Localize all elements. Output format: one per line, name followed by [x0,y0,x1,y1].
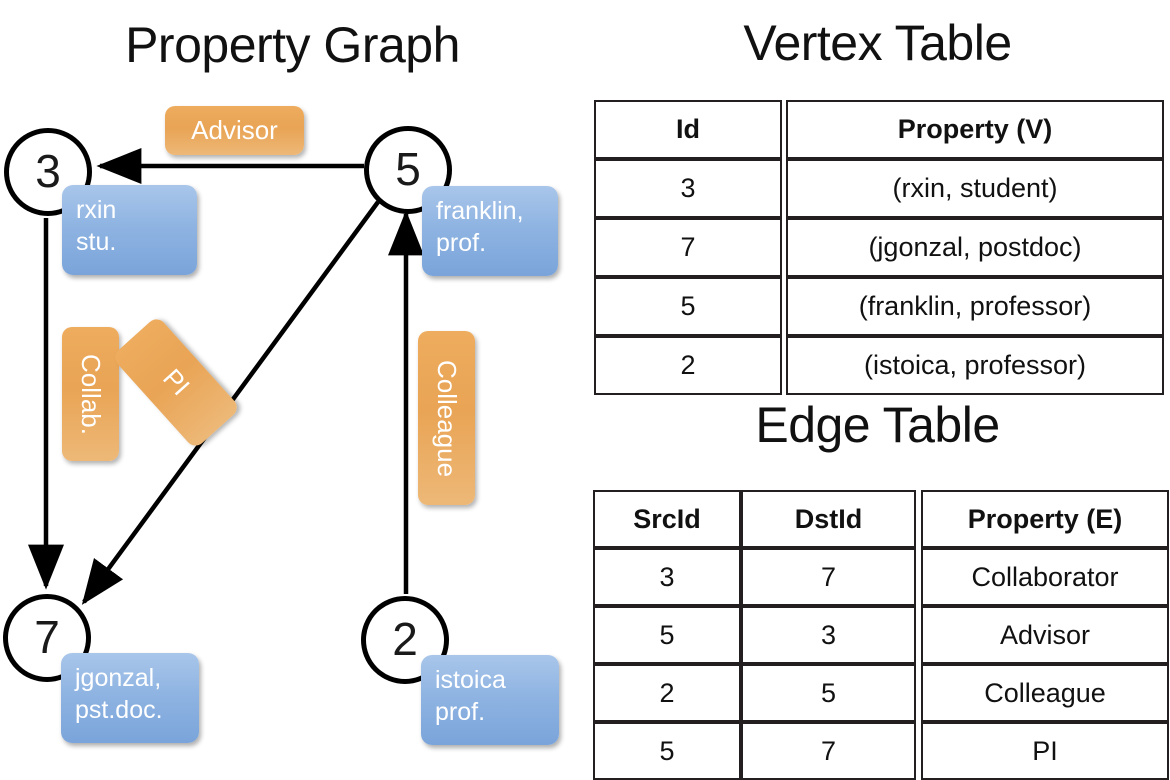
vertex-table-column-gap [782,159,786,218]
table-row[interactable]: 7 (jgonzal, postdoc) [594,218,1164,277]
vertex-table-panel: Id Property (V) 3 (rxin, student) 7 (jgo… [585,0,1170,395]
vertex-table-header-property: Property (V) [786,100,1164,159]
edge-label-advisor: Advisor [165,106,304,155]
page-title-property-graph: Property Graph [125,17,460,73]
table-row[interactable]: 5 7 PI [593,722,1169,780]
graph-node-5-label: 5 [395,143,421,195]
table-row[interactable]: 5 (franklin, professor) [594,277,1164,336]
vertex-table-column-gap [782,100,786,159]
graph-node-2-property-line-2: prof. [435,698,486,726]
graph-node-5-property-line-1: franklin, [436,197,524,225]
vertex-row-1-id: 7 [594,218,782,277]
vertex-table-column-gap [782,277,786,336]
table-row[interactable]: 5 3 Advisor [593,606,1169,664]
edge-row-1-src: 5 [593,606,741,664]
edge-table-panel: SrcId DstId Property (E) 3 7 Collaborato… [585,400,1170,780]
graph-node-5-property-line-2: prof. [436,229,487,257]
graph-node-7-label: 7 [34,611,60,663]
edge-table-header-srcid: SrcId [593,490,741,548]
graph-node-2-property-line-1: istoica [435,666,506,694]
table-row[interactable]: 3 (rxin, student) [594,159,1164,218]
edge-table-header-property: Property (E) [921,490,1169,548]
edge-row-0-dst: 7 [741,548,916,606]
page-title-edge-table: Edge Table [755,397,1000,453]
vertex-table: Id Property (V) 3 (rxin, student) 7 (jgo… [594,100,1164,395]
property-graph-panel: Property Graph 3 rxin stu. 5 [0,0,585,760]
edge-row-1-property: Advisor [921,606,1169,664]
vertex-table-header-row: Id Property (V) [594,100,1164,159]
vertex-row-0-id: 3 [594,159,782,218]
graph-node-3-property-line-2: stu. [76,228,117,256]
graph-node-7-property-line-1: jgonzal, [75,664,162,692]
edge-row-0-property: Collaborator [921,548,1169,606]
edge-row-2-src: 2 [593,664,741,722]
edge-table-column-gap [916,490,921,548]
graph-node-7-property-box: jgonzal, pst.doc. [61,653,199,743]
page-title-vertex-table: Vertex Table [743,15,1012,71]
graph-node-2-label: 2 [392,613,418,665]
graph-node-3-property-line-1: rxin [76,196,117,224]
graph-node-2-property-box: istoica prof. [421,655,559,745]
vertex-row-0-property: (rxin, student) [786,159,1164,218]
vertex-row-2-property: (franklin, professor) [786,277,1164,336]
table-row[interactable]: 3 7 Collaborator [593,548,1169,606]
edge-label-pi-text: PI [156,363,196,402]
edge-table: SrcId DstId Property (E) 3 7 Collaborato… [593,490,1169,780]
edge-table-column-gap [916,548,921,606]
edge-label-colleague-text: Colleague [432,359,462,477]
edge-label-collab-text: Collab. [76,353,106,435]
edge-row-2-property: Colleague [921,664,1169,722]
vertex-row-1-property: (jgonzal, postdoc) [786,218,1164,277]
vertex-row-2-id: 5 [594,277,782,336]
edge-row-3-property: PI [921,722,1169,780]
edge-row-0-src: 3 [593,548,741,606]
edge-table-column-gap [916,664,921,722]
vertex-table-column-gap [782,218,786,277]
table-row[interactable]: 2 (istoica, professor) [594,336,1164,395]
vertex-row-3-id: 2 [594,336,782,395]
graph-node-3-property-box: rxin stu. [62,185,197,275]
edge-row-1-dst: 3 [741,606,916,664]
graph-node-7-property-line-2: pst.doc. [75,696,163,724]
vertex-row-3-property: (istoica, professor) [786,336,1164,395]
edge-table-column-gap [916,722,921,780]
graph-node-5-property-box: franklin, prof. [422,186,558,276]
edge-table-column-gap [916,606,921,664]
vertex-table-header-id: Id [594,100,782,159]
edge-label-colleague: Colleague [418,331,475,505]
edge-table-header-row: SrcId DstId Property (E) [593,490,1169,548]
edge-table-header-dstid: DstId [741,490,916,548]
edge-row-2-dst: 5 [741,664,916,722]
edge-row-3-src: 5 [593,722,741,780]
table-row[interactable]: 2 5 Colleague [593,664,1169,722]
edge-label-advisor-text: Advisor [191,115,278,145]
edge-label-collab: Collab. [62,327,119,461]
vertex-table-column-gap [782,336,786,395]
edge-row-3-dst: 7 [741,722,916,780]
graph-node-2[interactable]: 2 [361,596,449,684]
graph-node-3-label: 3 [35,145,61,197]
